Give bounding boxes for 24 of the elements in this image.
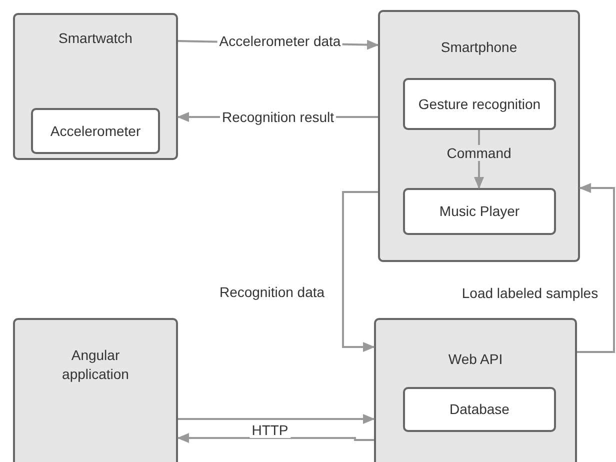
- device-panel: [378, 10, 580, 262]
- device-panel: [13, 13, 178, 160]
- edge-label: Recognition result: [220, 109, 336, 125]
- node-label: Database: [448, 400, 510, 419]
- component-box: [31, 108, 160, 154]
- component-box: [403, 188, 556, 235]
- node-label: Angular application: [61, 346, 130, 384]
- component-box: [403, 78, 556, 130]
- device-panel: [374, 318, 577, 462]
- node-label: Gesture recognition: [417, 94, 542, 114]
- edge-label: HTTP: [250, 422, 290, 438]
- arrow: [177, 433, 374, 443]
- component-box: [403, 387, 556, 432]
- node-label: Smartwatch: [58, 29, 134, 48]
- edge-label: Command: [444, 145, 514, 161]
- arrow: [577, 183, 615, 353]
- node-label: Accelerometer: [49, 122, 142, 140]
- arrow: [342, 191, 378, 352]
- node-label: Smartphone: [440, 38, 518, 57]
- node-label: Music Player: [438, 202, 521, 221]
- arrow: [178, 414, 375, 424]
- edge-label: Accelerometer data: [217, 33, 343, 49]
- node-label: Web API: [447, 350, 504, 369]
- device-panel: [13, 318, 178, 462]
